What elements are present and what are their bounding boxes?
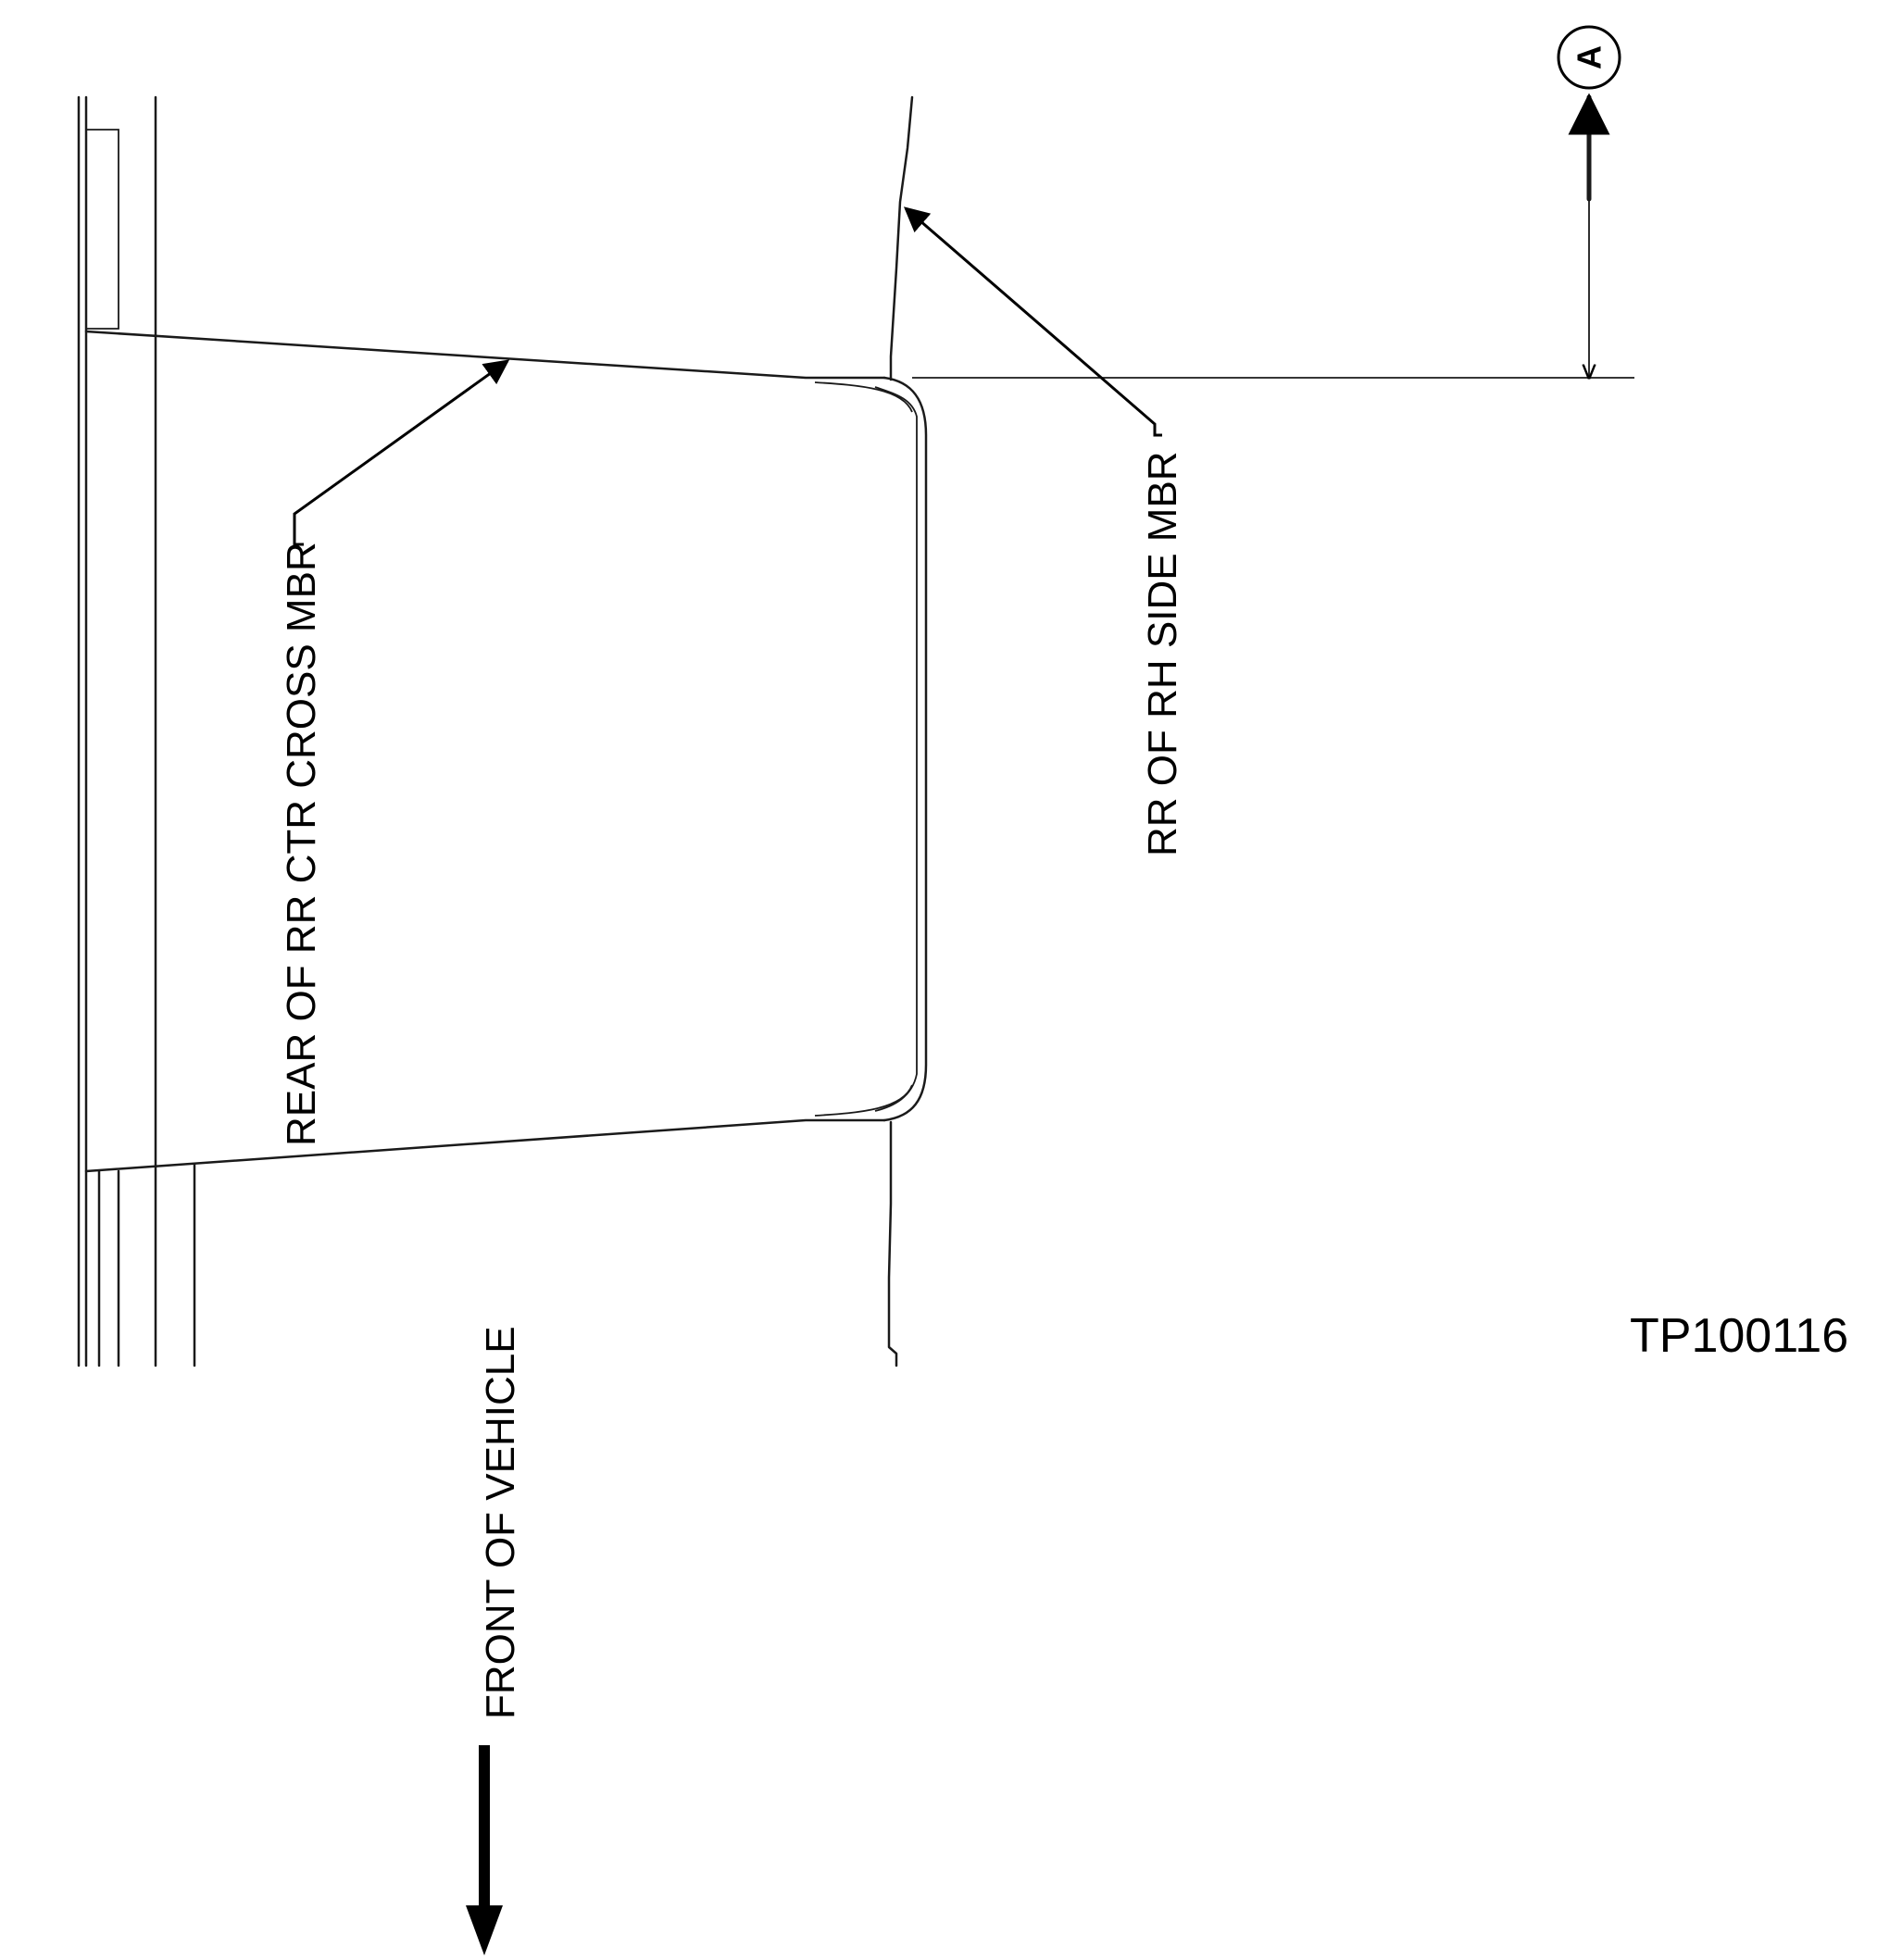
front-of-vehicle-label: FRONT OF VEHICLE	[478, 1326, 523, 1719]
front-of-vehicle-indicator: FRONT OF VEHICLE	[466, 1326, 523, 1955]
figure-id: TP100116	[1630, 1309, 1848, 1363]
dimension-a-text: A	[1571, 45, 1608, 69]
left-frame-rails	[77, 95, 196, 1367]
cross-member-callout: REAR OF RR CTR CROSS MBR	[279, 359, 510, 1146]
dimension-a-circle	[1557, 25, 1621, 90]
cross-member-label: REAR OF RR CTR CROSS MBR	[279, 542, 324, 1146]
side-member-label: RR OF RH SIDE MBR	[1140, 451, 1185, 856]
dimension-a: A	[912, 25, 1634, 378]
front-arrowhead-icon	[466, 1905, 503, 1955]
cross-member-outline	[84, 330, 928, 1173]
side-member-callout: RR OF RH SIDE MBR	[903, 206, 1185, 856]
side-member-outline	[887, 95, 914, 1367]
